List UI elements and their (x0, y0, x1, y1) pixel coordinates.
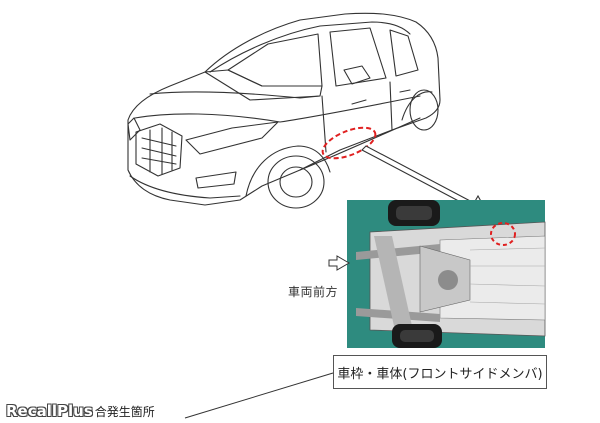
highlight-ring-car (321, 126, 377, 160)
watermark: RecallPlus (6, 402, 93, 420)
forward-arrow-icon (328, 255, 350, 271)
callout-box: 車枠・車体(フロントサイドメンバ) (333, 355, 547, 389)
underbody-view (347, 200, 546, 348)
leader-line (184, 372, 334, 419)
direction-label: 車両前方 (288, 285, 339, 299)
caption-row: RecallPlus 合発生箇所 (6, 402, 155, 420)
callout-text: 車枠・車体(フロントサイドメンバ) (337, 366, 543, 382)
highlight-ring-underbody (490, 222, 516, 246)
caption-text: 合発生箇所 (94, 404, 155, 419)
car-illustration (127, 12, 441, 209)
